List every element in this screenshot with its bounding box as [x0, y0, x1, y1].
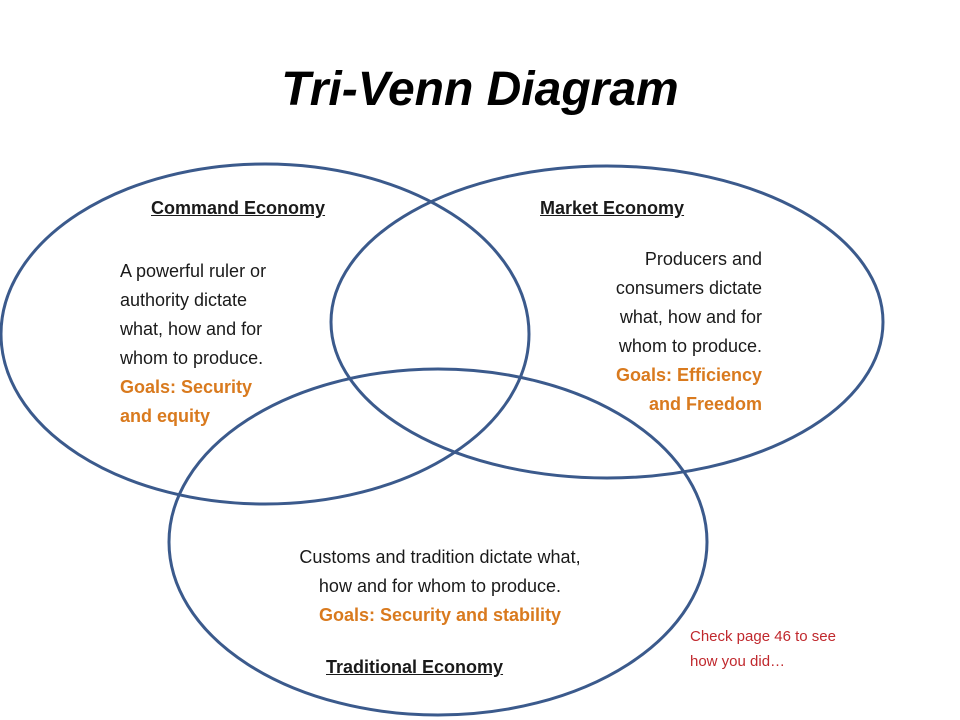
market-line-4: whom to produce. — [618, 336, 762, 356]
command-line-2: authority dictate — [120, 290, 248, 310]
check-page-note: Check page 46 to see how you did… — [690, 624, 836, 674]
traditional-economy-circle — [167, 367, 709, 717]
command-economy-circle — [0, 162, 531, 506]
command-goal-line-2: and equity — [120, 406, 211, 426]
traditional-economy-label: Traditional Economy — [326, 657, 504, 677]
market-goal-line-2: and Freedom — [648, 394, 762, 414]
traditional-economy-description: Customs and tradition dictate what, how … — [240, 543, 640, 630]
command-economy-description: A powerful ruler or authority dictate wh… — [120, 257, 330, 431]
command-goal-line-1: Goals: Security — [120, 377, 253, 397]
market-goal-line-1: Goals: Efficiency — [615, 365, 762, 385]
command-line-1: A powerful ruler or — [120, 261, 267, 281]
command-line-4: whom to produce. — [120, 348, 264, 368]
command-economy-label: Command Economy — [151, 198, 326, 218]
note-line-2: how you did… — [690, 653, 786, 670]
market-line-3: what, how and for — [619, 307, 762, 327]
command-line-3: what, how and for — [120, 319, 263, 339]
market-line-2: consumers dictate — [615, 278, 762, 298]
note-line-1: Check page 46 to see — [690, 628, 836, 645]
market-economy-label: Market Economy — [540, 198, 685, 218]
market-line-1: Producers and — [644, 249, 762, 269]
traditional-line-1: Customs and tradition dictate what, — [299, 547, 581, 567]
market-economy-description: Producers and consumers dictate what, ho… — [560, 245, 762, 419]
traditional-line-2: how and for whom to produce. — [318, 576, 562, 596]
page-title: Tri-Venn Diagram — [281, 63, 679, 116]
traditional-goal: Goals: Security and stability — [318, 605, 562, 625]
market-economy-circle — [329, 164, 885, 480]
